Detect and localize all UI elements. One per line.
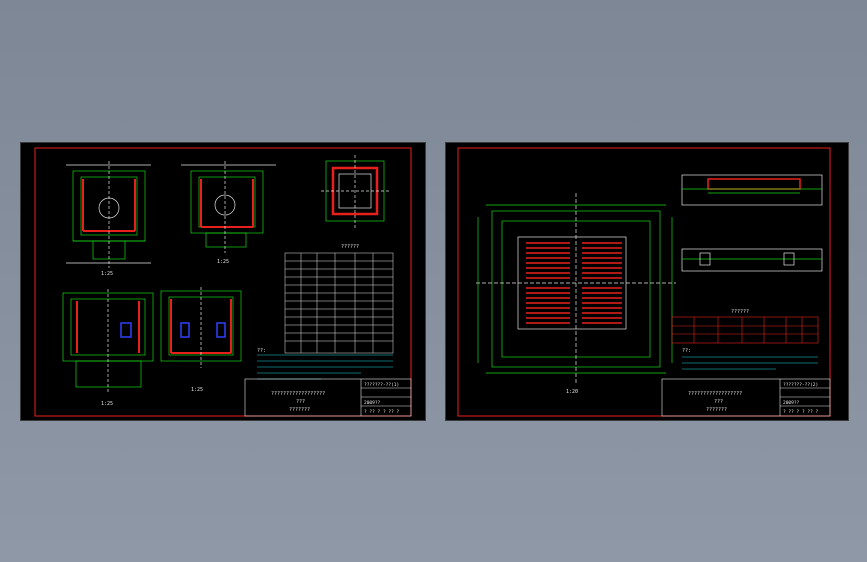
title-block-subtitle-right: ??????? [706,407,727,413]
table-title-right: ?????? [731,309,749,315]
table-title-left: ?????? [341,244,359,250]
notes-label-right: ??: [682,348,691,354]
cad-drawing-left: ?????????????????? ??? ??????? ???????-?… [34,147,412,417]
notes-label-left: ??: [257,348,266,354]
frame-border [34,147,412,417]
section-view-2 [181,161,276,253]
section-view-4 [160,287,242,368]
title-block-sheet-title: ??? [296,399,305,405]
plan-view-cover [321,155,391,228]
grating-bars [526,242,622,324]
title-block-right [661,378,831,417]
quantity-table-left [284,252,394,354]
title-block-subtitle: ??????? [289,407,310,413]
parts-table-right [671,316,819,344]
scale-label-1: 1:25 [101,271,113,277]
section-view-1 [66,161,151,268]
drawing-sheet-left[interactable]: ?????????????????? ??? ??????? ???????-?… [20,142,426,421]
cad-drawing-right: ?????? ??: 1:20 ?????????????????? ??? ?… [457,147,831,417]
section-view-3 [62,289,154,393]
title-block-sheet-title-right: ??? [714,399,723,405]
scale-label-3: 1:25 [101,401,113,407]
plan-scale-label: 1:20 [566,389,578,395]
title-block-drawing-no: ???????-??(1) [364,382,399,388]
title-block-date: 2009?? [364,400,381,406]
title-block-project: ?????????????????? [271,391,325,397]
notes-block-right [682,356,818,370]
section-strip-1 [681,174,823,206]
title-block-date-right: 2009?? [783,400,800,406]
title-block-page: ? ?? ? ? ?? ? [364,409,400,415]
scale-label-4: 1:25 [191,387,203,393]
section-strip-2 [681,248,823,272]
drawing-sheet-right[interactable]: ?????? ??: 1:20 ?????????????????? ??? ?… [445,142,849,421]
frame-border [457,147,831,417]
title-block-page-right: ? ?? ? ? ?? ? [783,409,819,415]
title-block-drawing-no-right: ???????-??(2) [783,382,818,388]
title-block-project-right: ?????????????????? [688,391,742,397]
scale-label-2: 1:25 [217,259,229,265]
title-block-left [244,378,412,417]
notes-block-left [257,354,393,380]
grating-plan-view [476,193,676,383]
